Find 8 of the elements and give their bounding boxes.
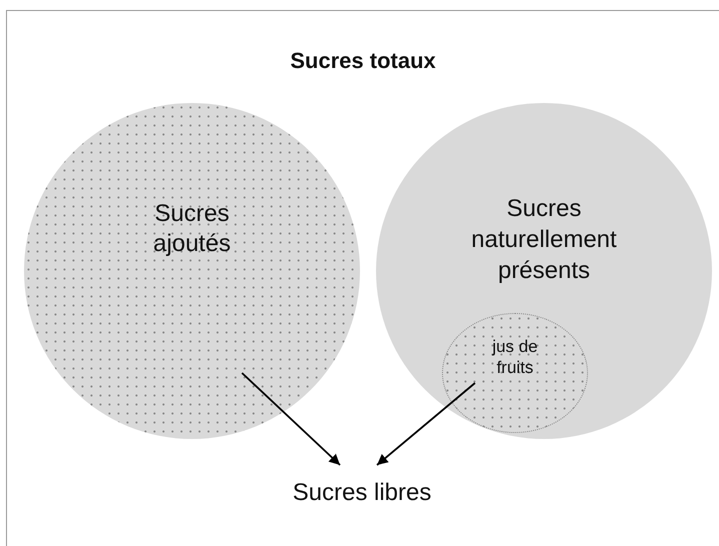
- circle-label: Sucres ajoutés: [152, 199, 232, 259]
- frame-box: [6, 10, 719, 546]
- arrow: [376, 382, 476, 466]
- frame-label: Sucres totaux: [289, 47, 437, 75]
- result-label: Sucres libres: [292, 479, 432, 507]
- arrow: [241, 372, 341, 466]
- ellipse-label: jus de fruits: [491, 336, 539, 378]
- circle-label: Sucres naturellement présents: [470, 194, 618, 286]
